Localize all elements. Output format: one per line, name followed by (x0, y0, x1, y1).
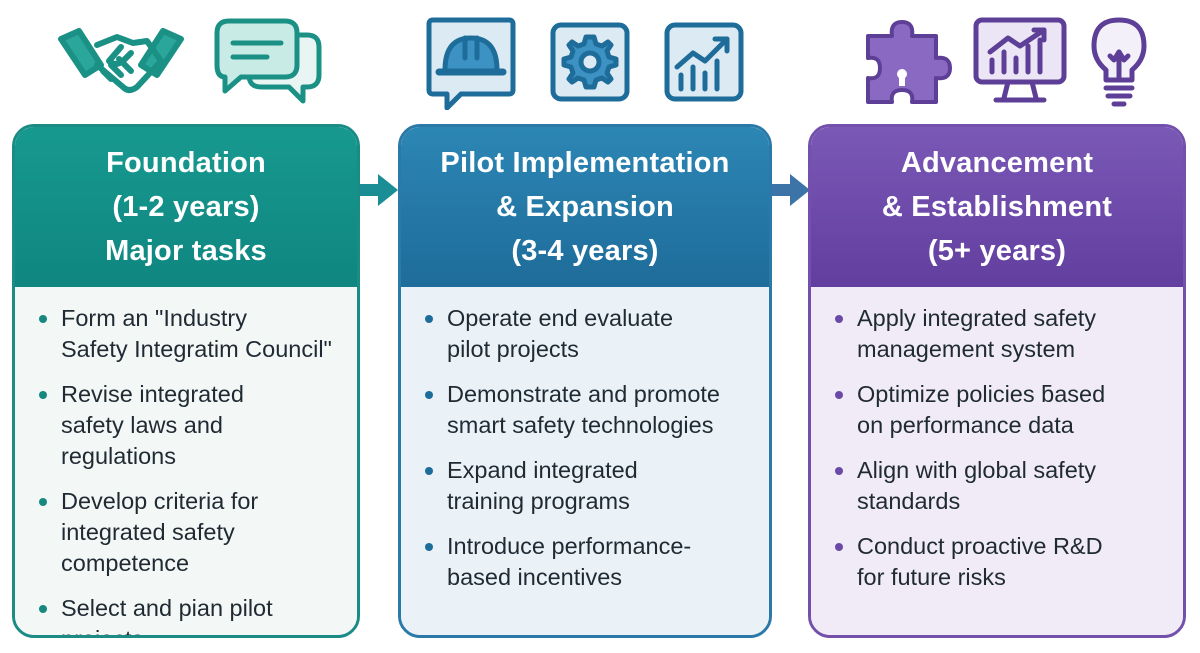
stage-title-line: (1-2 years) (112, 191, 260, 223)
bullet-dot (425, 543, 433, 551)
stage-title-line: (5+ years) (927, 235, 1067, 267)
task-item: Align with global safety standards (833, 455, 1165, 517)
stage-card-pilot-implementation: Pilot Implementation & Expansion (3-4 ye… (398, 124, 772, 638)
stage-card-advancement: Advancement & Establishment (5+ years) A… (808, 124, 1186, 638)
stage-title-line: Major tasks (105, 235, 267, 267)
task-text: Select and pian pilot projects (61, 595, 273, 635)
stage-title-line: Advancement (900, 147, 1094, 179)
bullet-dot (425, 391, 433, 399)
gear-icon (549, 21, 631, 103)
bullet-dot (39, 315, 47, 323)
task-item: Conduct proactive R&D for future risks (833, 531, 1165, 593)
bullet-dot (425, 467, 433, 475)
stage-header: Advancement & Establishment (5+ years) (811, 127, 1183, 287)
stage-header: Foundation (1-2 years) Major tasks (15, 127, 357, 287)
bullet-dot (835, 391, 843, 399)
task-item: Develop criteria for integrated safety c… (37, 486, 339, 579)
arrow-right-icon (358, 172, 400, 213)
stage-title-line: & Expansion (496, 191, 674, 223)
bullet-dot (835, 315, 843, 323)
task-item: Select and pian pilot projects (37, 593, 339, 635)
stage-title-line: Foundation (106, 147, 266, 179)
task-item: Expand integrated training programs (423, 455, 751, 517)
task-list: Operate end evaluate pilot projects Demo… (423, 303, 751, 593)
task-item: Introduce performance- based incentives (423, 531, 751, 593)
bullet-dot (39, 498, 47, 506)
task-text: Expand integrated training programs (447, 457, 638, 514)
speech-bubbles-icon (211, 17, 323, 107)
task-text: Conduct proactive R&D for future risks (857, 533, 1103, 590)
task-list: Apply integrated safety management syste… (833, 303, 1165, 593)
stage-2-icons (420, 8, 750, 116)
stage-header: Pilot Implementation & Expansion (3-4 ye… (401, 127, 769, 287)
growth-chart-icon (663, 21, 745, 103)
task-item: Demonstrate and promote smart safety tec… (423, 379, 751, 441)
bullet-dot (835, 467, 843, 475)
task-item: Form an "Industry Safety Integratim Coun… (37, 303, 339, 365)
stage-card-foundation: Foundation (1-2 years) Major tasks Form … (12, 124, 360, 638)
task-text: Form an "Industry Safety Integratim Coun… (61, 305, 332, 362)
monitor-chart-icon (972, 16, 1068, 108)
bullet-dot (835, 543, 843, 551)
task-text: Operate end evaluate pilot projects (447, 305, 674, 362)
task-text: Align with global safety standards (857, 457, 1097, 514)
bullet-dot (425, 315, 433, 323)
bullet-dot (39, 605, 47, 613)
stage-task-list-container: Form an "Industry Safety Integratim Coun… (15, 287, 357, 635)
task-text: Apply integrated safety management syste… (857, 305, 1097, 362)
stage-title-line: & Establishment (881, 191, 1113, 223)
task-item: Apply integrated safety management syste… (833, 303, 1165, 365)
arrow-right-icon (770, 172, 812, 213)
task-text: Demonstrate and promote smart safety tec… (447, 381, 721, 438)
stage-title-line: Pilot Implementation (440, 147, 730, 179)
task-text: Revise integrated safety laws and regula… (61, 381, 244, 469)
stage-title-line: (3-4 years) (511, 235, 659, 267)
task-item: Revise integrated safety laws and regula… (37, 379, 339, 472)
handshake-icon (57, 21, 185, 103)
task-text: Develop criteria for integrated safety c… (61, 488, 259, 576)
puzzle-piece-icon (860, 16, 952, 108)
task-text: Optimize policies ƃased on performance d… (857, 381, 1106, 438)
stage-task-list-container: Operate end evaluate pilot projects Demo… (401, 287, 769, 635)
stage-1-icons (40, 8, 340, 116)
stage-3-icons (850, 8, 1160, 116)
hard-hat-icon (425, 14, 517, 110)
bullet-dot (39, 391, 47, 399)
task-item: Optimize policies ƃased on performance d… (833, 379, 1165, 441)
light-bulb-icon (1088, 16, 1150, 108)
task-list: Form an "Industry Safety Integratim Coun… (37, 303, 339, 635)
task-text: Introduce performance- based incentives (447, 533, 692, 590)
task-item: Operate end evaluate pilot projects (423, 303, 751, 365)
stage-task-list-container: Apply integrated safety management syste… (811, 287, 1183, 635)
